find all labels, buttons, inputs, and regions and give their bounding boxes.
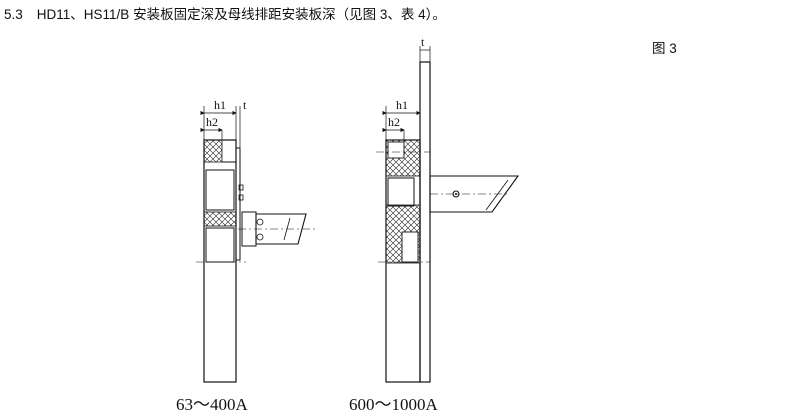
left-plate-slot-1 [238, 184, 244, 191]
left-label-h2: h2 [206, 115, 218, 129]
right-inner-block-lower [401, 231, 419, 263]
right-label-h1: h1 [396, 98, 408, 112]
left-label-h1: h1 [214, 98, 226, 112]
left-plate [235, 147, 241, 261]
left-bolt-1 [256, 218, 264, 226]
section-number: 5.3 [4, 7, 23, 22]
figure-label: 图 3 [652, 41, 677, 56]
left-plate-slot-2 [238, 194, 244, 201]
left-mounting-rail [203, 139, 237, 383]
left-hatch-mid [203, 211, 237, 227]
left-base-block-lower [205, 227, 235, 263]
left-caption: 63～400A [176, 395, 248, 414]
right-bolt-center [455, 193, 457, 195]
right-tall-plate [419, 61, 431, 383]
right-top-notch [387, 141, 405, 159]
right-caption: 600～1000A [349, 395, 438, 414]
left-base-block-upper [205, 169, 235, 211]
right-busbar-edge [485, 179, 509, 211]
left-busbar [255, 213, 307, 245]
left-top-notch [222, 139, 237, 163]
section-title: HD11、HS11/B 安装板固定深及母线排距安装板深（见图 3、表 4）。 [36, 7, 446, 22]
right-inner-block-upper [387, 177, 415, 207]
right-busbar [429, 175, 520, 213]
right-drawing: h1 h2 t [376, 35, 520, 383]
left-hatch-top [203, 139, 223, 163]
left-label-t: t [243, 98, 247, 112]
left-bolt-2 [256, 233, 264, 241]
right-label-h2: h2 [388, 115, 400, 129]
left-drawing: h1 h2 t [196, 98, 316, 383]
section-heading: 5.3 HD11、HS11/B 安装板固定深及母线排距安装板深（见图 3、表 4）… [4, 3, 446, 23]
right-label-t: t [421, 35, 425, 49]
